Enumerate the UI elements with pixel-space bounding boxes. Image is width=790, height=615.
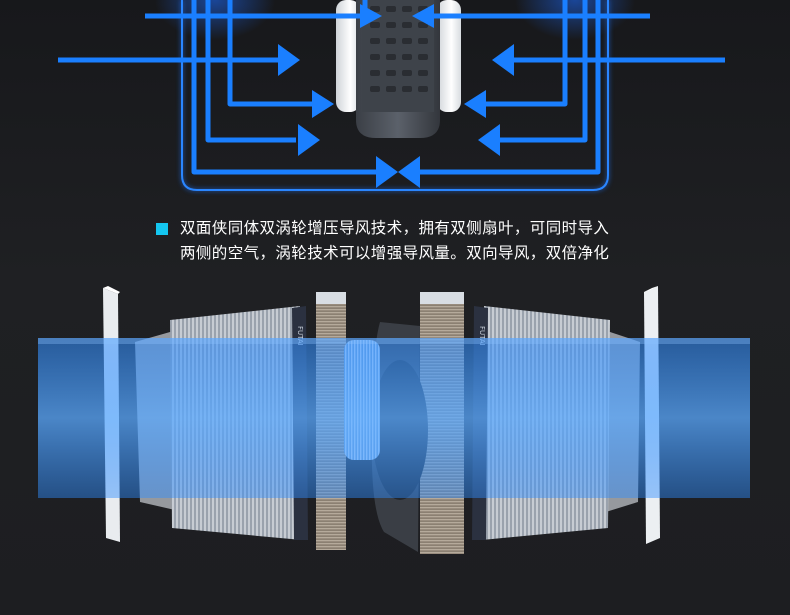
arrow-left-4	[205, 0, 296, 143]
filter-brand-right: FUTAI	[478, 326, 486, 346]
exploded-filter-view: FUTAI FUTAI	[38, 286, 750, 554]
airflow-diagram	[58, 0, 725, 192]
arrow-right-4	[500, 0, 588, 143]
description-line-2: 两侧的空气，涡轮技术可以增强导风量。双向导风，双倍净化	[180, 244, 610, 262]
feature-description: 双面侠同体双涡轮增压导风技术，拥有双侧扇叶，可同时导入 两侧的空气，涡轮技术可以…	[156, 216, 756, 266]
bullet-square-icon	[156, 223, 168, 235]
arrow-right-3	[486, 0, 568, 107]
filter-brand-left: FUTAI	[296, 326, 304, 346]
description-line-1: 双面侠同体双涡轮增压导风技术，拥有双侧扇叶，可同时导入	[180, 219, 610, 237]
arrow-left-5	[191, 0, 378, 175]
purifier-right-panel	[437, 0, 461, 112]
arrow-right-5	[418, 0, 601, 175]
arrow-left-3	[227, 0, 312, 107]
purifier-left-panel	[336, 0, 360, 112]
airflow-band	[38, 338, 750, 498]
